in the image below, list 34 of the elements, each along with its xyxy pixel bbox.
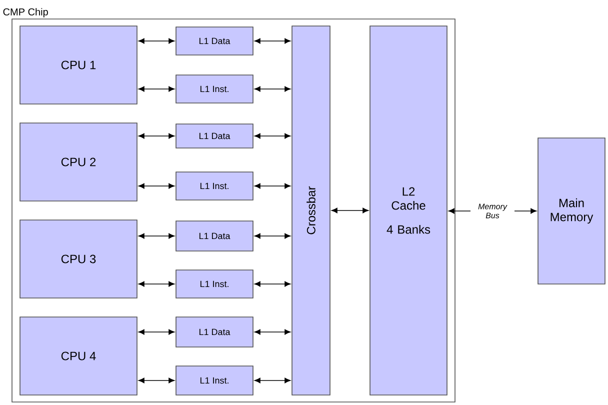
cpu-box: CPU 2: [20, 122, 138, 202]
cache-box: L1 Inst.: [176, 366, 254, 396]
cache-box: L1 Data: [176, 220, 254, 252]
node-label: CMP Chip: [3, 8, 48, 18]
arrow: [254, 183, 291, 189]
edge-label: Memory Bus: [470, 202, 514, 220]
arrow: [138, 233, 175, 239]
cache-box: L1 Data: [176, 316, 254, 348]
arrow: [138, 378, 175, 384]
arrow: [254, 233, 291, 239]
cpu-box: CPU 1: [20, 26, 138, 104]
arrow: [138, 329, 175, 335]
cache-box: L1 Inst.: [176, 270, 254, 298]
cache-box: L1 Data: [176, 124, 254, 148]
arrow: [254, 86, 291, 92]
arrow: [254, 281, 291, 287]
arrow: [138, 281, 175, 287]
arrow: [254, 133, 291, 139]
crossbar-bar: Crossbar: [292, 26, 330, 396]
cache-box: L1 Data: [176, 26, 254, 56]
cache-box: L2 Cache 4 Banks: [370, 26, 448, 396]
arrow: [138, 133, 175, 139]
arrow: [138, 183, 175, 189]
arrow: [254, 38, 291, 44]
arrow: [254, 378, 291, 384]
cache-box: L1 Inst.: [176, 172, 254, 200]
memory-box: Main Memory: [538, 138, 606, 284]
arrow: [331, 208, 369, 214]
arrow: [138, 86, 175, 92]
cpu-box: CPU 4: [20, 316, 138, 396]
arrow: [138, 38, 175, 44]
cpu-box: CPU 3: [20, 220, 138, 298]
arrow: [254, 329, 291, 335]
cache-box: L1 Inst.: [176, 74, 254, 104]
